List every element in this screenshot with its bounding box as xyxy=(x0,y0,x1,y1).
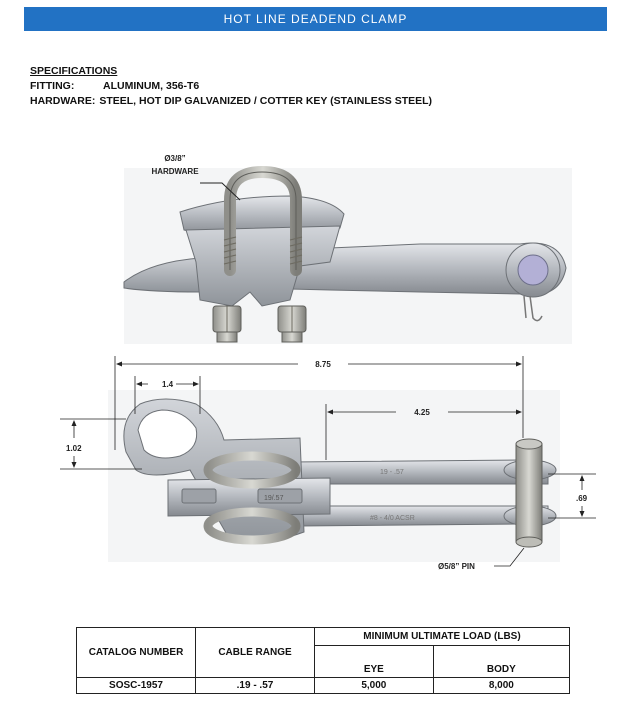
overall-length-label: 8.75 xyxy=(315,360,331,369)
cotter-key xyxy=(523,295,543,322)
u-bolt-outline xyxy=(229,171,297,270)
hardware-value: STEEL, HOT DIP GALVANIZED / COTTER KEY (… xyxy=(99,95,433,107)
specifications-block: SPECIFICATIONS FITTING:ALUMINUM, 356-T6 … xyxy=(30,64,432,109)
load-table: CATALOG NUMBER CABLE RANGE MINIMUM ULTIM… xyxy=(76,627,571,694)
eye-height-label: 1.02 xyxy=(66,444,82,453)
shackle-ring-upper xyxy=(203,451,301,489)
arm-eye-hole xyxy=(517,254,549,286)
title-banner: HOT LINE DEADEND CLAMP xyxy=(24,7,607,31)
pin-end xyxy=(515,536,543,548)
pin-head xyxy=(515,438,543,450)
stud-left xyxy=(216,331,238,343)
fitting-value: ALUMINUM, 356-T6 xyxy=(103,80,200,92)
eye-opening xyxy=(137,409,198,459)
dimension-arrows xyxy=(71,361,585,517)
hardware-leader xyxy=(200,182,241,201)
header-eye: EYE xyxy=(314,645,434,678)
fitting-row: FITTING: ALUMINUM, 356-T6 xyxy=(30,79,432,94)
u-bolt-threads xyxy=(223,236,303,265)
technical-drawing: Ø3/8” HARDWARE 19 - .57 #8 - 4/0 ACSR 19… xyxy=(60,154,596,571)
cast-mark-cable: #8 - 4/0 ACSR xyxy=(370,515,415,522)
cell-catalog: SOSC-1957 xyxy=(76,677,196,694)
cast-mark-range: 19 - .57 xyxy=(380,469,404,476)
side-view: Ø3/8” HARDWARE xyxy=(123,154,572,344)
top-view: 19 - .57 #8 - 4/0 ACSR 19/.57 xyxy=(60,356,596,571)
specifications-heading: SPECIFICATIONS xyxy=(30,65,118,77)
header-min-ultimate-load: MINIMUM ULTIMATE LOAD (LBS) xyxy=(314,627,570,646)
header-catalog-number: CATALOG NUMBER xyxy=(76,627,196,678)
hardware-word-label: HARDWARE xyxy=(151,167,199,176)
clevis-pin xyxy=(515,443,543,543)
page-title: HOT LINE DEADEND CLAMP xyxy=(223,12,408,26)
stud-right xyxy=(281,331,303,343)
pin-to-body-label: 4.25 xyxy=(414,408,430,417)
hardware-label: HARDWARE: xyxy=(30,95,96,107)
body-slot-left xyxy=(181,488,217,504)
fitting-label: FITTING: xyxy=(30,80,75,92)
hardware-dia-label: Ø3/8” xyxy=(164,154,185,163)
header-cable-range: CABLE RANGE xyxy=(195,627,315,678)
body-slot-right xyxy=(257,488,303,504)
cell-range: .19 - .57 xyxy=(195,677,315,694)
header-body: BODY xyxy=(432,645,571,678)
hardware-row: HARDWARE:STEEL, HOT DIP GALVANIZED / COT… xyxy=(30,94,432,109)
pin-dia-label: Ø5/8” PIN xyxy=(438,562,475,571)
table-row: SOSC-1957 .19 - .57 5,000 8,000 xyxy=(76,677,571,694)
clevis-gap-label: .69 xyxy=(576,494,588,503)
cast-mark-slot: 19/.57 xyxy=(264,495,284,502)
shackle-ring-lower xyxy=(203,507,301,545)
cell-eye: 5,000 xyxy=(314,677,434,694)
eye-width-label: 1.4 xyxy=(162,380,174,389)
cell-body: 8,000 xyxy=(432,677,571,694)
dimension-lines xyxy=(60,356,596,567)
